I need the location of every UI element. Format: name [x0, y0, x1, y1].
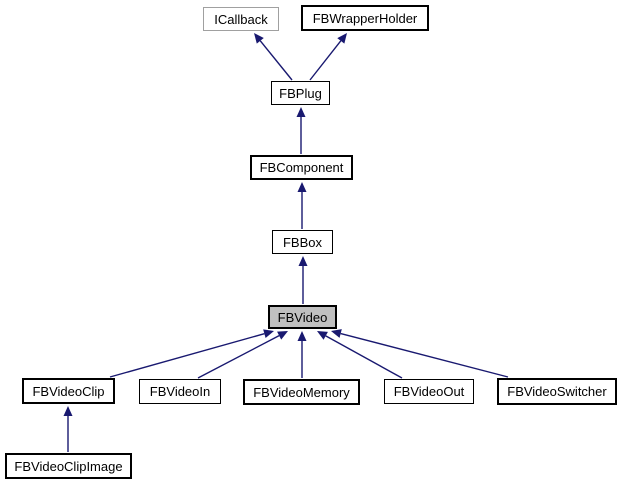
node-FBBox[interactable]: FBBox — [272, 230, 333, 254]
node-FBPlug[interactable]: FBPlug — [271, 81, 330, 105]
inheritance-edge-FBPlug-to-FBWrapperHolder — [309, 33, 347, 81]
node-FBVideoClip[interactable]: FBVideoClip — [22, 378, 115, 404]
node-FBWrapperHolder[interactable]: FBWrapperHolder — [301, 5, 429, 31]
inheritance-edge-FBVideoSwitcher-to-FBVideo — [331, 329, 509, 378]
node-FBVideoClipImage[interactable]: FBVideoClipImage — [5, 453, 132, 479]
inheritance-edge-FBVideoClip-to-FBVideo — [109, 329, 274, 378]
inheritance-edge-FBVideoOut-to-FBVideo — [317, 331, 403, 379]
inheritance-edge-FBComponent-to-FBPlug — [296, 107, 306, 154]
inheritance-edge-FBBox-to-FBComponent — [297, 182, 307, 229]
node-FBVideo: FBVideo — [268, 305, 337, 329]
node-FBVideoMemory[interactable]: FBVideoMemory — [243, 379, 360, 405]
node-FBComponent[interactable]: FBComponent — [250, 155, 353, 180]
node-FBVideoOut[interactable]: FBVideoOut — [384, 379, 474, 404]
inheritance-edge-FBVideoMemory-to-FBVideo — [297, 331, 307, 378]
inheritance-edge-FBVideoIn-to-FBVideo — [197, 331, 288, 379]
node-ICallback: ICallback — [203, 7, 279, 31]
inheritance-edge-FBPlug-to-ICallback — [254, 33, 293, 81]
node-FBVideoSwitcher[interactable]: FBVideoSwitcher — [497, 378, 617, 405]
node-FBVideoIn[interactable]: FBVideoIn — [139, 379, 221, 404]
inheritance-edge-FBVideoClipImage-to-FBVideoClip — [63, 406, 73, 452]
inheritance-edge-FBVideo-to-FBBox — [298, 256, 308, 304]
